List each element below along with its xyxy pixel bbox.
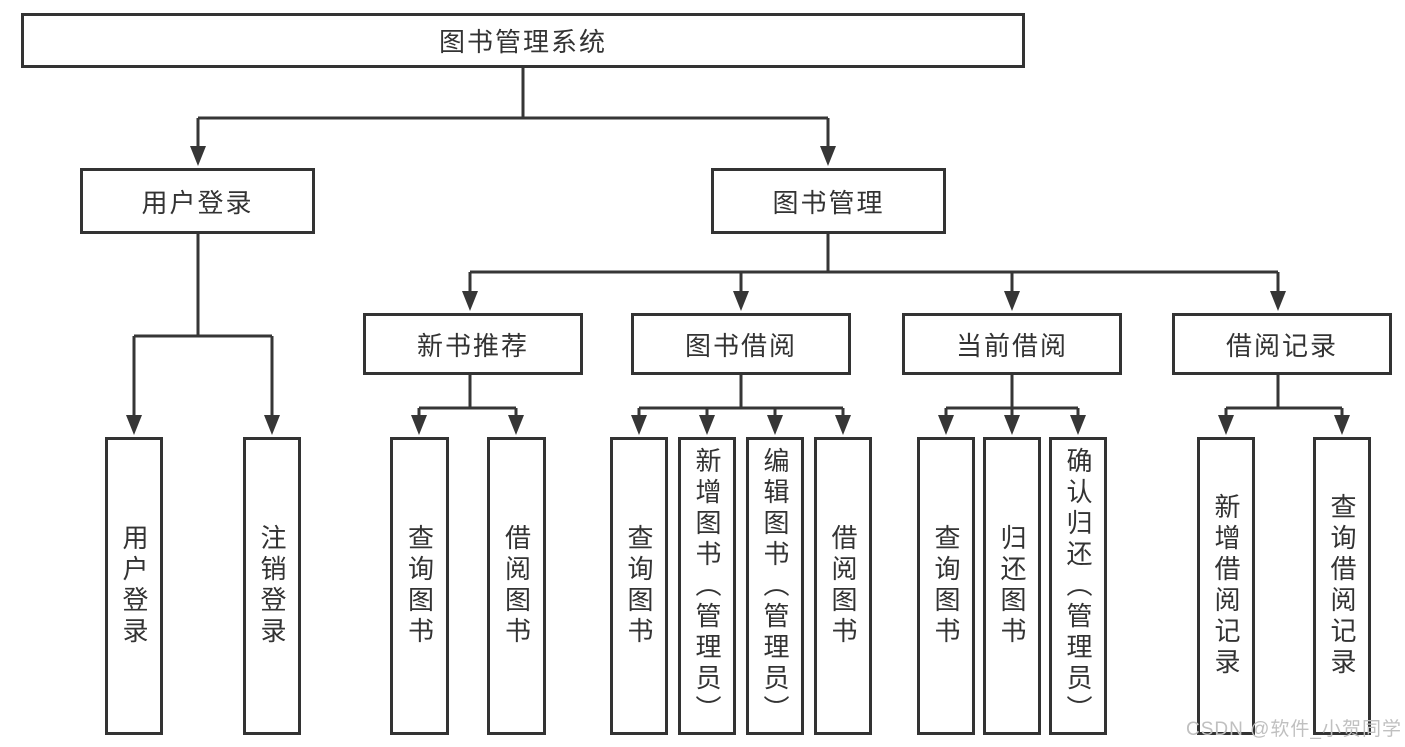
leaf-label: 借阅图书 (501, 524, 532, 648)
csdn-watermark: CSDN @软件_小贺同学 (1186, 719, 1402, 740)
leaf-label: 借阅图书 (828, 524, 858, 648)
node-label: 图书管理系统 (438, 27, 607, 57)
leaf-label: 查询借阅记录 (1327, 493, 1357, 679)
node-new-book-recommendation: 新书推荐 (363, 313, 583, 375)
leaf-label: 确认归还（管理员） (1063, 446, 1093, 726)
leaf-add-borrow-record: 新增借阅记录 (1197, 437, 1255, 735)
node-book-borrowing: 图书借阅 (631, 313, 851, 375)
node-label: 新书推荐 (416, 330, 529, 361)
leaf-borrow-books-recommend: 借阅图书 (487, 437, 546, 735)
node-label: 借阅记录 (1225, 330, 1338, 361)
leaf-label: 归还图书 (997, 524, 1027, 648)
leaf-user-login: 用户登录 (105, 437, 163, 735)
node-user-login-branch: 用户登录 (80, 168, 315, 234)
leaf-add-book-admin: 新增图书（管理员） (678, 437, 736, 735)
leaf-label: 查询图书 (404, 524, 435, 648)
leaf-label: 新增借阅记录 (1211, 493, 1241, 679)
leaf-label: 编辑图书（管理员） (760, 446, 790, 726)
leaf-borrow-books: 借阅图书 (814, 437, 872, 735)
node-label: 图书管理 (772, 187, 885, 218)
node-label: 当前借阅 (955, 330, 1068, 361)
leaf-return-book: 归还图书 (983, 437, 1041, 735)
leaf-query-books-current: 查询图书 (917, 437, 975, 735)
node-borrowing-records: 借阅记录 (1172, 313, 1392, 375)
node-library-management-system: 图书管理系统 (21, 13, 1025, 68)
node-label: 用户登录 (141, 187, 254, 218)
leaf-label: 查询图书 (624, 524, 654, 648)
leaf-logout: 注销登录 (243, 437, 301, 735)
leaf-confirm-return-admin: 确认归还（管理员） (1049, 437, 1107, 735)
leaf-label: 用户登录 (119, 524, 149, 648)
leaf-edit-book-admin: 编辑图书（管理员） (746, 437, 804, 735)
node-current-borrowing: 当前借阅 (902, 313, 1122, 375)
node-label: 图书借阅 (684, 330, 797, 361)
leaf-query-borrow-record: 查询借阅记录 (1313, 437, 1371, 735)
node-book-management-branch: 图书管理 (711, 168, 946, 234)
leaf-query-books-borrow: 查询图书 (610, 437, 668, 735)
leaf-label: 新增图书（管理员） (692, 446, 722, 726)
leaf-query-books-recommend: 查询图书 (390, 437, 449, 735)
leaf-label: 查询图书 (931, 524, 961, 648)
leaf-label: 注销登录 (257, 524, 287, 648)
